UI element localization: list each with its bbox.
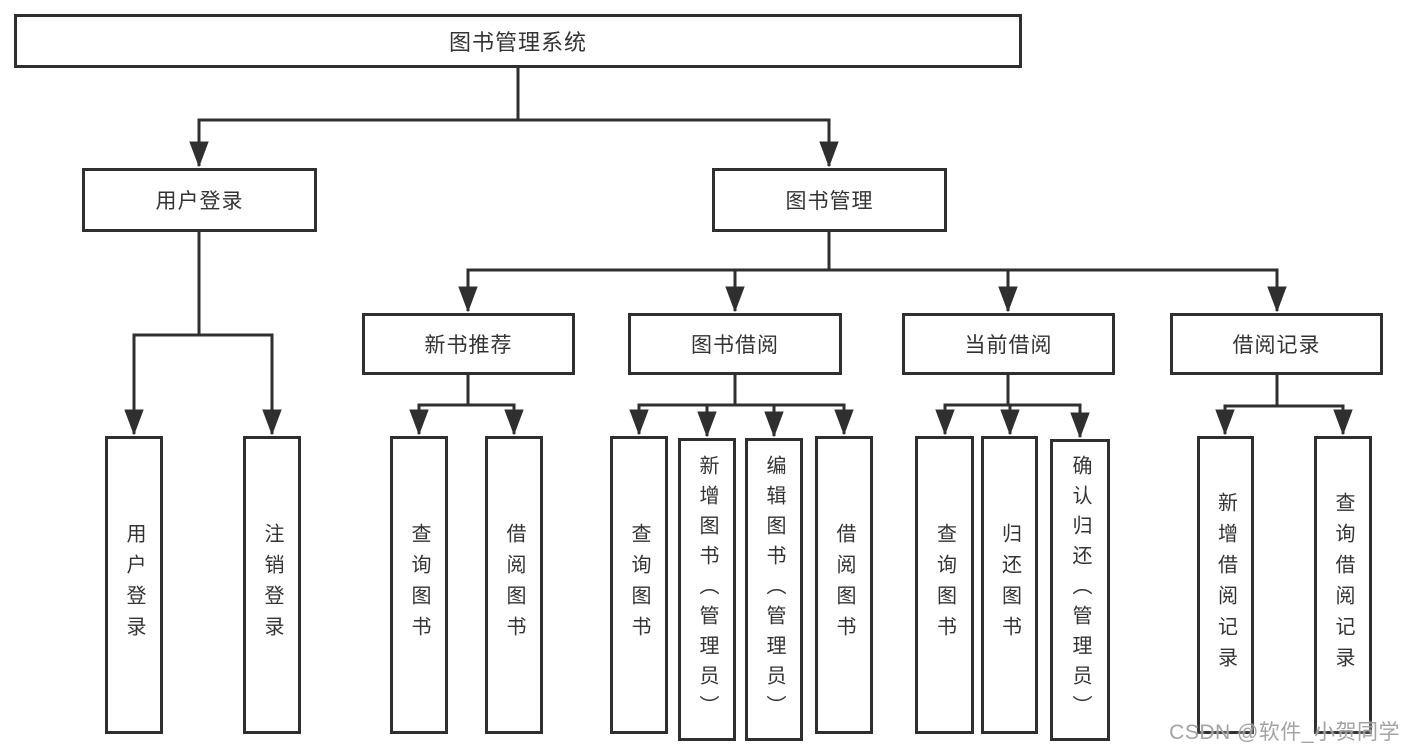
node-return-books: 归还图书 <box>981 436 1038 734</box>
node-borrowing-records: 借阅记录 <box>1170 313 1383 375</box>
node-label: 图书管理 <box>785 190 874 213</box>
node-confirm-return-admin: 确认归还（管理员） <box>1050 439 1110 741</box>
node-label: 借阅记录 <box>1232 334 1321 357</box>
node-add-books-admin: 新增图书（管理员） <box>678 438 736 741</box>
node-edit-books-admin: 编辑图书（管理员） <box>745 438 803 741</box>
node-book-management: 图书管理 <box>712 168 947 232</box>
node-book-borrowing: 图书借阅 <box>628 313 842 375</box>
node-label: 新增借阅记录 <box>1214 492 1237 678</box>
connector-recommend-to-children <box>418 374 516 434</box>
node-label: 编辑图书（管理员） <box>763 454 785 725</box>
node-logout-action: 注销登录 <box>243 436 301 734</box>
node-label: 查询图书 <box>933 523 956 647</box>
connector-records-to-children <box>1224 374 1345 434</box>
node-label: 借阅图书 <box>833 523 855 647</box>
node-current-borrowing: 当前借阅 <box>902 313 1115 375</box>
node-query-books-2: 查询图书 <box>610 436 668 734</box>
node-label: 用户登录 <box>155 190 244 213</box>
node-label: 查询图书 <box>628 523 650 647</box>
node-borrow-books-1: 借阅图书 <box>485 436 543 734</box>
node-label: 新增图书（管理员） <box>696 454 718 725</box>
node-label: 图书管理系统 <box>448 30 587 55</box>
csdn-watermark: CSDN @软件_小贺同学 <box>1169 721 1400 744</box>
connector-bookmgmt-to-level3 <box>467 232 1279 311</box>
connector-borrowing-to-children <box>638 374 846 436</box>
node-user-login-action: 用户登录 <box>105 436 163 734</box>
connector-root-to-level2 <box>198 68 831 166</box>
node-label: 当前借阅 <box>964 334 1053 357</box>
node-label: 查询借阅记录 <box>1332 492 1354 678</box>
node-label: 新书推荐 <box>424 334 513 357</box>
node-label: 归还图书 <box>998 523 1021 647</box>
node-query-books-3: 查询图书 <box>915 436 974 734</box>
node-new-book-recommendation: 新书推荐 <box>362 313 575 375</box>
node-user-login: 用户登录 <box>82 168 317 232</box>
node-label: 用户登录 <box>123 523 145 647</box>
node-borrow-books-2: 借阅图书 <box>815 436 873 734</box>
node-library-management-system: 图书管理系统 <box>14 14 1022 68</box>
connector-userlogin-to-children <box>133 232 274 434</box>
node-label: 查询图书 <box>408 523 430 647</box>
node-label: 图书借阅 <box>691 334 779 357</box>
node-label: 确认归还（管理员） <box>1069 455 1091 725</box>
node-query-books-1: 查询图书 <box>390 436 448 734</box>
node-query-borrow-record: 查询借阅记录 <box>1314 436 1372 734</box>
node-add-borrow-record: 新增借阅记录 <box>1197 436 1254 734</box>
node-label: 注销登录 <box>261 523 283 647</box>
node-label: 借阅图书 <box>503 523 525 647</box>
connector-current-to-children <box>944 374 1082 437</box>
